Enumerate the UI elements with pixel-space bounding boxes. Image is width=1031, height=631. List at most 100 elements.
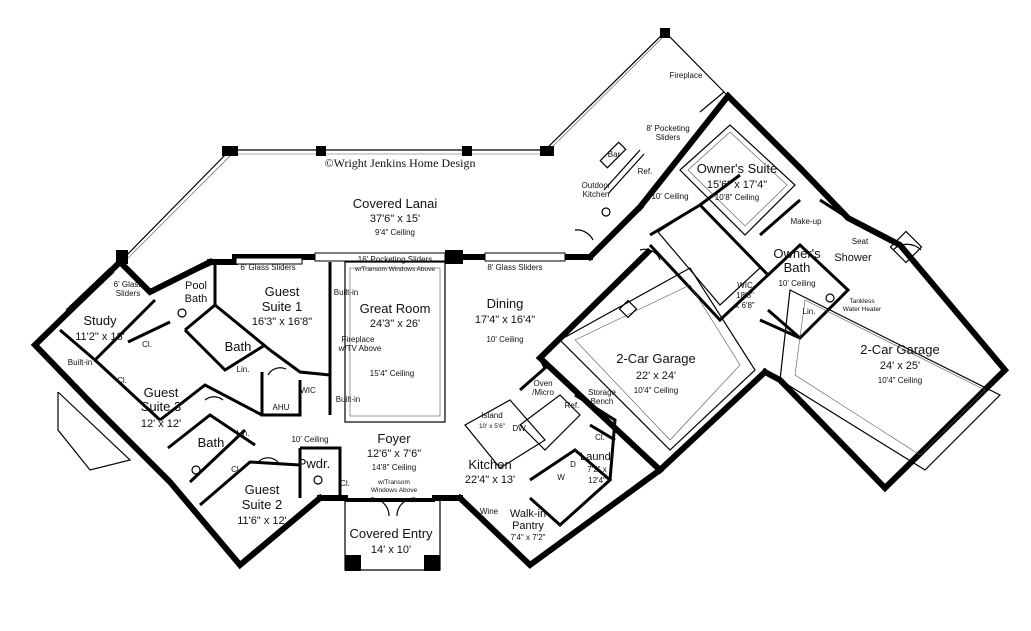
lanai-dims: 37'6" x 15' [370, 213, 420, 225]
copyright-text: ©Wright Jenkins Home Design [325, 156, 476, 170]
six-glass-study-label-2: Sliders [116, 289, 140, 298]
make-up-label: Make-up [790, 217, 822, 226]
lin-a-label: Lin. [237, 365, 250, 374]
dryer-label: D [570, 460, 576, 469]
garage-b-ceiling: 10'4" Ceiling [878, 376, 922, 385]
pocketing-sliders-16-label: 16' Pocketing Sliders [358, 255, 432, 264]
outdoor-kitchen-line1: Outdoor [582, 181, 611, 190]
storage-bench-label-2: Bench [591, 397, 614, 406]
lanai-outline [116, 28, 729, 264]
six-glass-sliders-label: 6' Glass Sliders [240, 263, 295, 272]
cl-laundry-label: Cl. [595, 433, 605, 442]
garage-a-ceiling: 10'4" Ceiling [634, 386, 678, 395]
oven-micro-label-1: Oven [533, 379, 552, 388]
eight-glass-sliders-label: 8' Glass Sliders [487, 263, 542, 272]
pocketing-8-label-1: 8' Pocketing [646, 124, 689, 133]
ceiling-10-foyer-label: 10' Ceiling [291, 435, 328, 444]
ceiling-10-outdoor-label: 10' Ceiling [651, 192, 688, 201]
owners-bath-line2: Bath [784, 260, 811, 275]
dining-ceiling: 10' Ceiling [486, 335, 523, 344]
guest-suite-1-dims: 16'3" x 16'8" [252, 316, 312, 328]
pool-bath-label-2: Bath [185, 293, 208, 305]
lanai-ceiling: 9'4" Ceiling [375, 228, 415, 237]
fireplace-gr-label-2: w/TV Above [338, 344, 382, 353]
guest-suite-3-line2: Suite 3 [141, 399, 181, 414]
guest-suite-1-line2: Suite 1 [262, 299, 302, 314]
guest-suite-2-dims: 11'6" x 12' [237, 515, 287, 527]
exterior-walls [30, 91, 1010, 570]
built-in-top-label: Built-in [334, 288, 358, 297]
laundry-dims-2: 12'4" [588, 476, 606, 485]
ref-outdoor-label: Ref. [638, 167, 653, 176]
island-name: Island [481, 411, 502, 420]
garage-a-dims: 22' x 24' [636, 370, 676, 382]
laundry-name: Laund. [580, 451, 614, 463]
pantry-dims: 7'4" x 7'2" [511, 533, 546, 542]
tankless-label-1: Tankless [849, 298, 875, 305]
oven-micro-label-2: /Micro [532, 388, 554, 397]
guest-suite-3-line1: Guest [144, 385, 179, 400]
bar-label: Bar [608, 150, 621, 159]
study-dims: 11'2" x 16' [75, 331, 125, 343]
owners-suite-ceiling: 10'8" Ceiling [715, 193, 759, 202]
foyer-dims: 12'6" x 7'6" [367, 448, 421, 460]
guest-suite-2-line2: Suite 2 [242, 497, 282, 512]
great-room-dims: 24'3" x 26' [370, 318, 420, 330]
foyer-transom-1: w/Transom [377, 479, 410, 486]
fireplace-gr-label-1: Fireplace [342, 335, 375, 344]
fixtures [177, 124, 1002, 517]
garage-a-name: 2-Car Garage [616, 351, 695, 366]
cl-study-label: Cl. [142, 340, 152, 349]
study-name: Study [83, 313, 117, 328]
owners-bath-line1: Owner's [773, 246, 821, 261]
guest-suite-3-dims: 12' x 12' [141, 418, 181, 430]
cl-gs2-label: Cl. [231, 465, 241, 474]
ahu-label: AHU [273, 403, 290, 412]
outdoor-kitchen-line2: Kitchen [583, 190, 610, 199]
washer-label: W [557, 473, 565, 482]
covered-entry-dims: 14' x 10' [371, 544, 411, 556]
room-labels: ©Wright Jenkins Home Design Covered Lana… [68, 71, 940, 556]
pantry-line2: Pantry [512, 520, 544, 532]
foyer-transom-2: Windows Above [371, 487, 418, 494]
wic-owner-dims-2: x 6'8" [735, 301, 755, 310]
cl-gs3-label: Cl. [117, 376, 127, 385]
shower-label: Shower [834, 252, 872, 264]
great-room-name: Great Room [360, 301, 431, 316]
bath-a-label: Bath [225, 339, 252, 354]
garage-b-name: 2-Car Garage [860, 342, 939, 357]
windows [57, 91, 725, 571]
bath-b-label: Bath [198, 435, 225, 450]
guest-suite-2-line1: Guest [245, 482, 280, 497]
dw-label: DW [512, 424, 526, 433]
dining-dims: 17'4" x 16'4" [475, 314, 535, 326]
pocketing-8-label-2: Sliders [656, 133, 680, 142]
six-glass-study-label-1: 6' Glass [114, 280, 143, 289]
seat-label: Seat [852, 237, 869, 246]
built-in-bottom-label: Built-in [336, 395, 360, 404]
garage-b-dims: 24' x 25' [880, 360, 920, 372]
interior-walls [59, 173, 851, 528]
cl-foyer-label: Cl. [340, 479, 350, 488]
transom-windows-label: w/Transom Windows Above [354, 266, 435, 273]
wic-owner-dims-1: 18'8" [736, 291, 754, 300]
fireplace-lanai-label: Fireplace [670, 71, 703, 80]
built-in-study-label: Built-in [68, 358, 92, 367]
wic-owner-name: WIC [737, 281, 753, 290]
great-room-ceiling: 15'4" Ceiling [370, 369, 414, 378]
wic-guest-label: WIC [300, 386, 316, 395]
kitchen-dims: 22'4" x 13' [465, 474, 515, 486]
kitchen-name: Kitchen [468, 457, 511, 472]
tankless-label-2: Water Heater [843, 306, 882, 313]
lin-c-label: Lin. [803, 307, 816, 316]
lanai-name: Covered Lanai [353, 196, 438, 211]
owners-suite-name: Owner's Suite [697, 161, 778, 176]
dining-name: Dining [487, 296, 524, 311]
pwdr-label: Pwdr. [298, 456, 331, 471]
island-dims: 10' x 5'6" [479, 423, 506, 430]
covered-entry-name: Covered Entry [349, 526, 433, 541]
lin-b-label: Lin. [237, 429, 250, 438]
laundry-dims-1: 7'2" x [587, 465, 607, 474]
